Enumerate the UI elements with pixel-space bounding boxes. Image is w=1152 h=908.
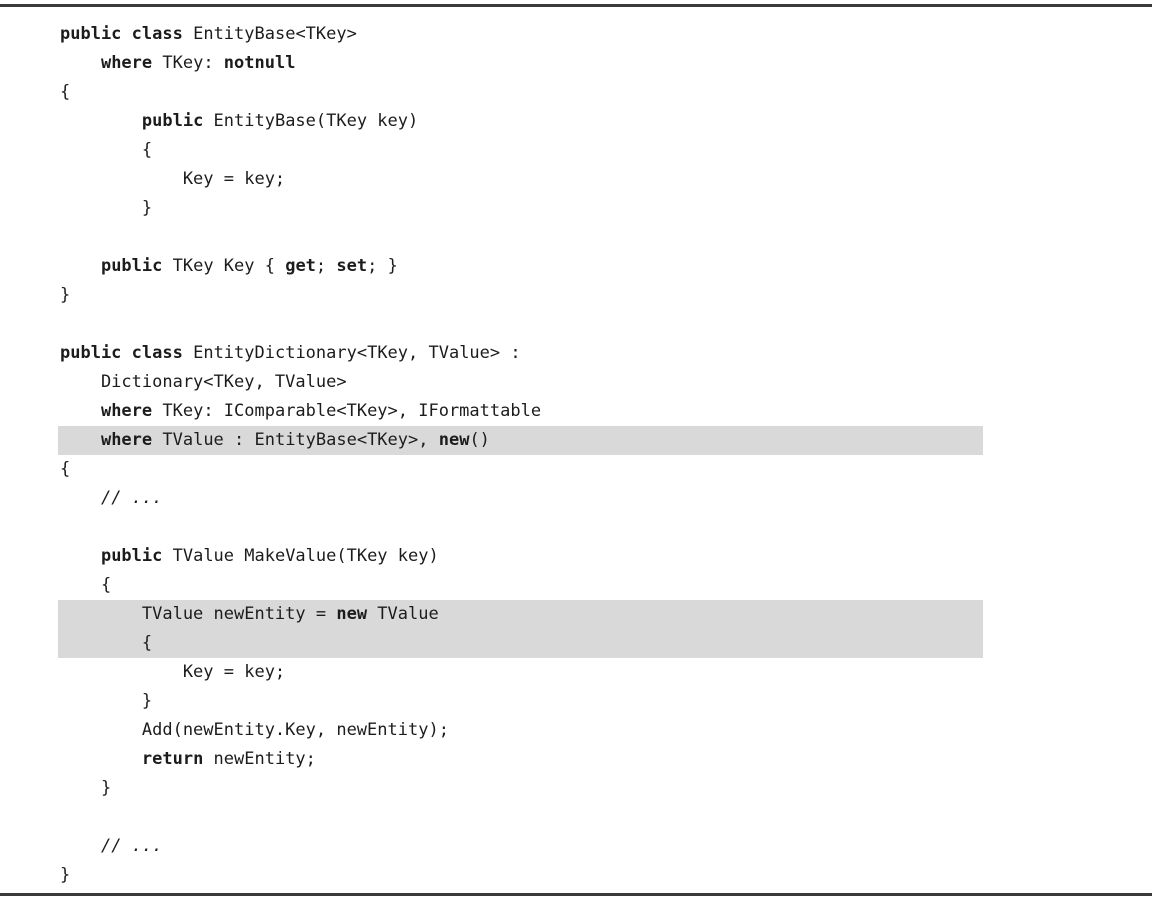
code-keyword: class <box>131 24 183 44</box>
code-keyword: set <box>336 256 368 276</box>
code-text <box>60 749 142 769</box>
code-text: TValue newEntity = <box>60 604 337 624</box>
code-text: ; <box>315 256 337 276</box>
code-line-highlighted: TValue newEntity = new TValue <box>0 600 1152 629</box>
code-line: { <box>0 571 1152 600</box>
code-text: TValue : EntityBase<TKey>, <box>152 430 439 450</box>
code-keyword: new <box>438 430 470 450</box>
code-text <box>60 836 101 856</box>
code-line: } <box>0 687 1152 716</box>
code-text: EntityBase(TKey key) <box>203 111 419 131</box>
code-keyword: public <box>60 24 122 44</box>
code-text: TValue <box>367 604 439 624</box>
code-line: } <box>0 861 1152 890</box>
code-text <box>60 488 101 508</box>
code-line: Add(newEntity.Key, newEntity); <box>0 716 1152 745</box>
code-keyword: public <box>141 111 204 131</box>
code-text: { <box>60 575 112 595</box>
code-line: // ... <box>0 484 1152 513</box>
code-keyword: public <box>100 546 163 566</box>
top-rule <box>0 4 1152 7</box>
code-line <box>0 223 1152 252</box>
code-text <box>60 430 101 450</box>
code-keyword: class <box>131 343 183 363</box>
code-text: { <box>60 633 153 653</box>
code-keyword: where <box>100 401 153 421</box>
code-line: where TKey: notnull <box>0 49 1152 78</box>
code-line: public class EntityDictionary<TKey, TVal… <box>0 339 1152 368</box>
code-line: public class EntityBase<TKey> <box>0 20 1152 49</box>
code-text <box>60 53 101 73</box>
code-text <box>121 24 131 44</box>
code-line-highlighted: { <box>0 629 1152 658</box>
code-line: Key = key; <box>0 658 1152 687</box>
code-line <box>0 803 1152 832</box>
code-keyword: public <box>60 343 122 363</box>
code-text: Add(newEntity.Key, newEntity); <box>60 720 449 740</box>
code-text: TValue MakeValue(TKey key) <box>162 546 439 566</box>
code-line <box>0 310 1152 339</box>
code-text: newEntity; <box>203 749 316 769</box>
code-line: } <box>0 774 1152 803</box>
code-comment: // ... <box>100 836 163 856</box>
code-keyword: where <box>100 53 153 73</box>
code-line: where TKey: IComparable<TKey>, IFormatta… <box>0 397 1152 426</box>
code-line: } <box>0 281 1152 310</box>
code-text: ; } <box>367 256 398 276</box>
code-comment: // ... <box>100 488 163 508</box>
code-keyword: new <box>336 604 368 624</box>
code-text <box>60 256 101 276</box>
code-keyword: notnull <box>223 53 296 73</box>
code-text: TKey Key { <box>162 256 286 276</box>
code-text <box>60 401 101 421</box>
code-text: } <box>60 285 71 305</box>
code-text <box>60 546 101 566</box>
code-line: return newEntity; <box>0 745 1152 774</box>
code-text: EntityBase<TKey> <box>182 24 357 44</box>
code-line: Key = key; <box>0 165 1152 194</box>
code-line: { <box>0 78 1152 107</box>
code-line <box>0 513 1152 542</box>
code-text: () <box>469 430 490 450</box>
code-text: TKey: IComparable<TKey>, IFormattable <box>152 401 542 421</box>
code-keyword: where <box>100 430 153 450</box>
code-line: public TValue MakeValue(TKey key) <box>0 542 1152 571</box>
code-line: // ... <box>0 832 1152 861</box>
code-block: public class EntityBase<TKey> where TKey… <box>0 20 1152 890</box>
bottom-rule <box>0 893 1152 896</box>
code-text: } <box>60 778 112 798</box>
code-line: Dictionary<TKey, TValue> <box>0 368 1152 397</box>
code-text: EntityDictionary<TKey, TValue> : <box>182 343 521 363</box>
code-line-highlighted: where TValue : EntityBase<TKey>, new() <box>0 426 1152 455</box>
code-keyword: return <box>141 749 204 769</box>
code-line: } <box>0 194 1152 223</box>
code-keyword: get <box>285 256 316 276</box>
code-text: { <box>60 459 71 479</box>
code-keyword: public <box>100 256 163 276</box>
code-text: } <box>60 691 153 711</box>
code-line: public EntityBase(TKey key) <box>0 107 1152 136</box>
code-text: { <box>60 140 153 160</box>
code-text: Key = key; <box>60 662 286 682</box>
code-text: Dictionary<TKey, TValue> <box>60 372 347 392</box>
code-text: } <box>60 865 71 885</box>
code-line: { <box>0 455 1152 484</box>
code-text: } <box>60 198 153 218</box>
code-text: { <box>60 82 71 102</box>
code-line: { <box>0 136 1152 165</box>
code-text <box>60 111 142 131</box>
code-text: TKey: <box>152 53 224 73</box>
code-text: Key = key; <box>60 169 286 189</box>
code-line: public TKey Key { get; set; } <box>0 252 1152 281</box>
code-text <box>121 343 131 363</box>
